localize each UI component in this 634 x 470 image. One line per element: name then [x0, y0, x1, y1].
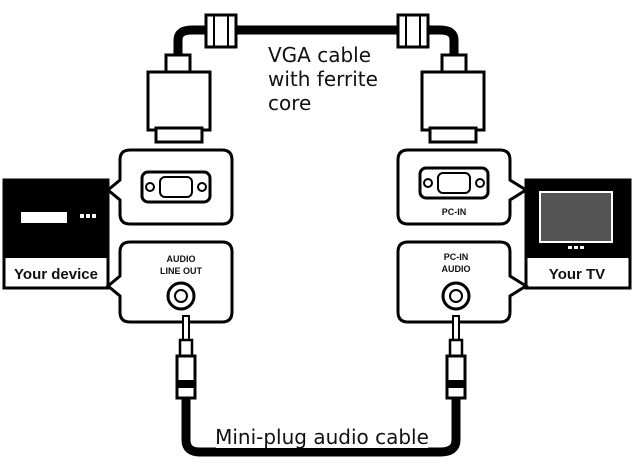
audio-jack-icon [166, 281, 196, 311]
vga-cable-label-line1: VGA cable [268, 43, 371, 67]
tv-label: Your TV [549, 266, 605, 283]
audio-cable [175, 315, 467, 457]
device-label: Your device [14, 266, 98, 283]
audio-line-out-label-1: AUDIO [167, 254, 196, 264]
pc-in-audio-label-2: AUDIO [442, 264, 471, 274]
mini-plug-left [175, 315, 197, 400]
vga-cable-label-line2: with ferrite [268, 67, 378, 91]
tv-icon [524, 178, 632, 290]
tv-audio-port-panel [396, 240, 529, 324]
mini-plug-right [445, 315, 467, 400]
audio-cable-label-bg [216, 426, 428, 448]
ferrite-core-left [204, 13, 238, 49]
pc-in-label: PC-IN [442, 207, 467, 217]
audio-cable-label: Mini-plug audio cable [215, 425, 429, 449]
device-vga-port-panel [105, 148, 234, 226]
device-audio-port-panel [105, 240, 234, 324]
vga-port-icon [418, 166, 490, 200]
audio-jack-icon [441, 281, 471, 311]
vga-cable [146, 13, 486, 144]
vga-plug-left [146, 53, 212, 144]
ferrite-core-right [396, 13, 430, 49]
device-icon [2, 178, 110, 290]
vga-plug-right [420, 53, 486, 144]
tv-vga-port-panel [396, 148, 529, 226]
vga-port-icon [140, 170, 212, 204]
vga-cable-label-line3: core [268, 91, 311, 115]
audio-line-out-label-2: LINE OUT [160, 266, 203, 276]
pc-in-audio-label-1: PC-IN [444, 252, 469, 262]
